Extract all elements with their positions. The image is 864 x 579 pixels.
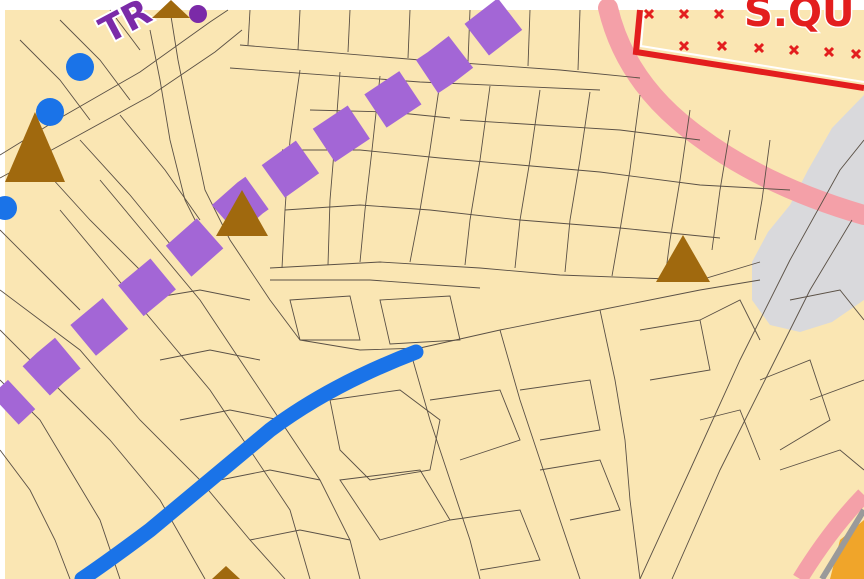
purple-dot (189, 5, 207, 23)
orange-patch (830, 520, 864, 579)
top-white-strip (0, 0, 864, 10)
parcel-lines (0, 9, 864, 579)
blue-line (74, 344, 424, 579)
cross-mark-icon (678, 8, 690, 20)
cross-mark-icon (753, 42, 765, 54)
left-white-strip (0, 0, 5, 579)
blue-dot (66, 53, 94, 81)
hazard-triangle-icon[interactable] (216, 190, 268, 236)
cross-mark-icon (850, 48, 862, 60)
cross-mark-icon (716, 40, 728, 52)
pink-band (598, 0, 864, 225)
blue-dot (36, 98, 64, 126)
red-zone-outline-inner (639, 11, 864, 83)
blue-dot (0, 196, 17, 220)
grey-zone (752, 95, 864, 332)
cross-mark-icon (713, 8, 725, 20)
cross-mark-icon (823, 46, 835, 58)
hazard-triangle-icon[interactable] (152, 0, 190, 18)
purple-route (0, 0, 523, 425)
cross-mark-icon (788, 44, 800, 56)
hazard-triangle-icon[interactable] (212, 566, 240, 579)
red-cross-marks (643, 8, 862, 60)
top-right-label: S.QU (744, 0, 855, 36)
red-zone-outline (632, 9, 864, 91)
grey-road-edge (819, 508, 864, 579)
hazard-triangle-icon[interactable] (656, 235, 710, 282)
pink-band-lower (793, 489, 864, 579)
cross-mark-icon (643, 8, 655, 20)
cross-mark-icon (678, 40, 690, 52)
hazard-triangle-icon[interactable] (5, 112, 65, 182)
